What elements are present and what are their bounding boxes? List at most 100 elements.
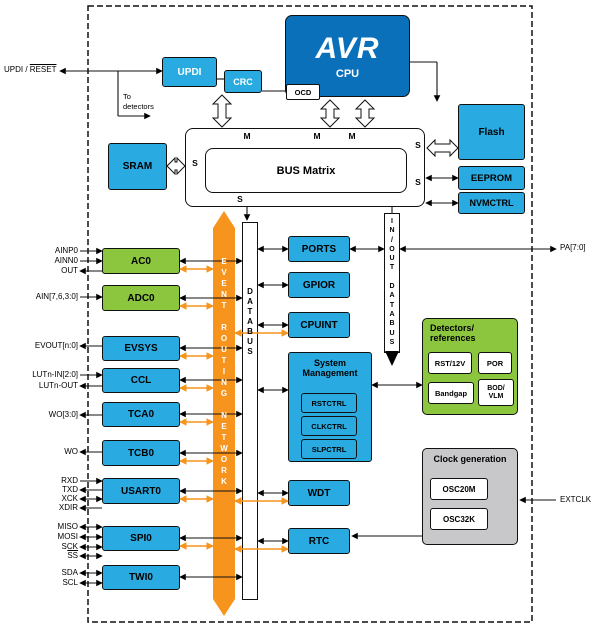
pin-label-mosi: MOSI [57, 532, 78, 541]
rst12v-block: RST/12V [428, 352, 472, 374]
eeprom-label: EEPROM [470, 172, 513, 184]
cpuint-label: CPUINT [300, 319, 338, 331]
crc-block: CRC [224, 70, 262, 93]
sram-label: SRAM [122, 161, 153, 172]
sram-block: SRAM [108, 143, 167, 190]
pin-label-scl: SCL [62, 578, 78, 587]
ccl-block: CCL [102, 368, 180, 393]
rstctrl-block: RSTCTRL [301, 393, 357, 413]
system-management-block: System Management RSTCTRL CLKCTRL SLPCTR… [288, 352, 372, 462]
bandgap-label: Bandgap [434, 388, 468, 398]
crc-label: CRC [233, 76, 253, 87]
rstctrl-label: RSTCTRL [311, 398, 347, 408]
pin-label-miso: MISO [57, 522, 78, 531]
bus-port-s-eeprom: S [415, 177, 421, 187]
gpior-label: GPIOR [302, 279, 336, 291]
pin-label-updi-reset: UPDI / RESET [4, 65, 56, 74]
pin-label-ss: SS [67, 551, 78, 560]
rtc-label: RTC [308, 535, 330, 547]
pin-label-lutn-in: LUTn-IN[2:0] [32, 370, 78, 379]
ccl-label: CCL [130, 375, 152, 386]
por-block: POR [478, 352, 512, 374]
updi-reset-prefix: UPDI / [4, 65, 30, 74]
databus-label: D A T A B U S [247, 287, 253, 356]
bus-port-s-flash: S [415, 140, 421, 150]
por-label: POR [486, 358, 504, 368]
usart0-block: USART0 [102, 478, 180, 504]
ports-label: PORTS [301, 243, 337, 255]
flash-label: Flash [478, 126, 505, 138]
inout-databus-label: I N / O U T D A T A B U S [389, 218, 395, 346]
pin-label-wo: WO [64, 447, 78, 456]
bus-matrix-label: BUS Matrix [276, 164, 336, 177]
ocd-block: OCD [286, 84, 320, 100]
bus-port-m2: M [313, 131, 321, 141]
clock-generation-block: Clock generation OSC20M OSC32K [422, 448, 518, 545]
evsys-label: EVSYS [124, 343, 158, 354]
updi-label: UPDI [177, 66, 202, 78]
detectors-block: Detectors/ references RST/12V POR Bandga… [422, 318, 518, 415]
pin-label-evout: EVOUT[n:0] [34, 341, 78, 350]
osc20m-label: OSC20M [442, 484, 476, 494]
updi-block: UPDI [162, 57, 217, 87]
rst12v-label: RST/12V [434, 358, 466, 368]
slpctrl-label: SLPCTRL [311, 444, 347, 454]
bus-port-s-sram: S [192, 158, 198, 168]
pin-label-ain: AIN[7,6,3:0] [35, 292, 78, 301]
eeprom-block: EEPROM [458, 166, 525, 190]
ac0-block: AC0 [102, 248, 180, 274]
pin-label-ainp0: AINP0 [54, 246, 78, 255]
bus-matrix-block: BUS Matrix [205, 148, 407, 193]
pin-label-out: OUT [61, 266, 78, 275]
pin-label-lutn-out: LUTn-OUT [38, 381, 78, 390]
adc0-label: ADC0 [127, 292, 155, 304]
clkctrl-block: CLKCTRL [301, 416, 357, 436]
pin-label-xck: XCK [61, 494, 78, 503]
spi0-label: SPI0 [130, 533, 152, 544]
bandgap-block: Bandgap [428, 382, 474, 404]
to-detectors-note: To detectors [123, 92, 154, 111]
evsys-block: EVSYS [102, 336, 180, 361]
osc32k-block: OSC32K [430, 508, 488, 530]
system-management-label: System Management [302, 358, 358, 378]
bod-vlm-block: BOD/ VLM [478, 379, 514, 406]
detectors-title: Detectors/ references [430, 323, 476, 343]
cpu-label: CPU [335, 68, 360, 80]
pin-label-sck: SCK [61, 542, 78, 551]
pin-label-sda: SDA [61, 568, 78, 577]
pin-label-xdir: XDIR [58, 503, 78, 512]
bus-port-m1: M [243, 131, 251, 141]
pin-label-extclk: EXTCLK [560, 495, 592, 504]
spi0-block: SPI0 [102, 526, 180, 551]
ports-block: PORTS [288, 236, 350, 262]
nvmctrl-label: NVMCTRL [469, 198, 514, 208]
usart0-label: USART0 [120, 485, 161, 497]
bus-port-m3: M [348, 131, 356, 141]
nvmctrl-block: NVMCTRL [458, 192, 525, 214]
pin-label-rxd: RXD [61, 476, 78, 485]
updi-reset-overline: RESET [29, 65, 57, 74]
avr-logo: AVR [315, 32, 380, 65]
bod-vlm-label: BOD/ VLM [487, 384, 505, 400]
gpior-block: GPIOR [288, 272, 350, 298]
rtc-block: RTC [288, 528, 350, 554]
twi0-block: TWI0 [102, 565, 180, 590]
pin-label-ainn0: AINN0 [54, 256, 78, 265]
tca0-block: TCA0 [102, 402, 180, 427]
cpuint-block: CPUINT [288, 312, 350, 338]
clock-generation-title: Clock generation [433, 454, 507, 464]
tca0-label: TCA0 [127, 409, 155, 420]
adc0-block: ADC0 [102, 285, 180, 311]
osc32k-label: OSC32K [442, 514, 475, 524]
pin-label-txd: TXD [62, 485, 78, 494]
wdt-label: WDT [307, 487, 331, 499]
pin-label-wo30: WO[3:0] [48, 410, 78, 419]
clkctrl-label: CLKCTRL [311, 421, 347, 431]
pin-arrows [79, 247, 103, 587]
event-routing-label: E V E N T R O U T I N G N E T W O R K [220, 257, 228, 486]
tcb0-label: TCB0 [127, 447, 155, 459]
flash-block: Flash [458, 104, 525, 160]
slpctrl-block: SLPCTRL [301, 439, 357, 459]
pin-label-pa70: PA[7:0] [560, 243, 586, 252]
